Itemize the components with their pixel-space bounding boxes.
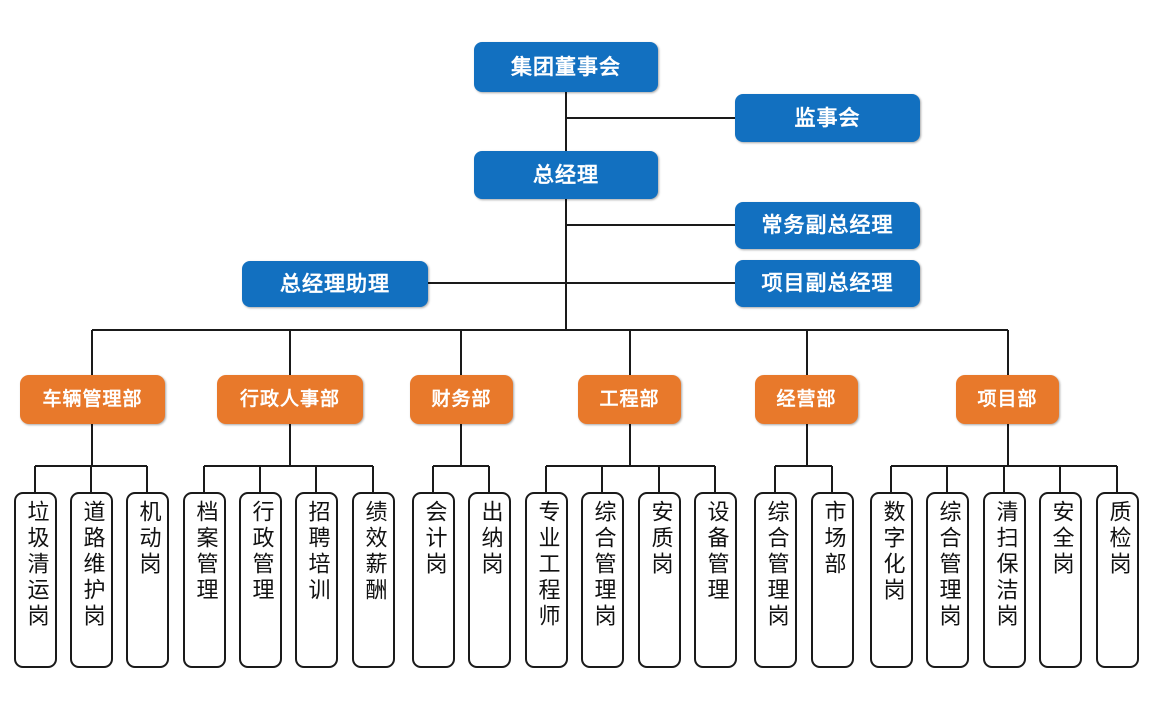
position-label: 出纳岗: [477, 500, 503, 578]
position-box[interactable]: 招聘培训: [295, 492, 338, 668]
position-label: 清扫保洁岗: [992, 500, 1018, 630]
position-box[interactable]: 会计岗: [412, 492, 455, 668]
position-label: 档案管理: [192, 500, 218, 604]
dept-label: 经营部: [776, 389, 837, 410]
position-box[interactable]: 机动岗: [126, 492, 169, 668]
position-label: 绩效薪酬: [361, 500, 387, 604]
position-box[interactable]: 综合管理岗: [754, 492, 797, 668]
position-box[interactable]: 道路维护岗: [70, 492, 113, 668]
position-box[interactable]: 市场部: [811, 492, 854, 668]
dept-vehicle-management[interactable]: 车辆管理部: [20, 375, 165, 424]
node-label: 总经理助理: [280, 272, 390, 296]
position-box[interactable]: 安全岗: [1039, 492, 1082, 668]
node-label: 项目副总经理: [761, 272, 894, 295]
position-box[interactable]: 质检岗: [1096, 492, 1139, 668]
position-box[interactable]: 垃圾清运岗: [14, 492, 57, 668]
position-box[interactable]: 设备管理: [694, 492, 737, 668]
position-box[interactable]: 数字化岗: [870, 492, 913, 668]
node-executive-deputy-general-manager[interactable]: 常务副总经理: [735, 202, 920, 249]
dept-label: 项目部: [977, 389, 1038, 410]
position-label: 专业工程师: [534, 500, 560, 630]
position-label: 安全岗: [1048, 500, 1074, 578]
position-label: 道路维护岗: [79, 500, 105, 630]
dept-operations[interactable]: 经营部: [755, 375, 858, 424]
dept-label: 工程部: [599, 389, 660, 410]
dept-engineering[interactable]: 工程部: [578, 375, 681, 424]
position-box[interactable]: 行政管理: [239, 492, 282, 668]
dept-label: 财务部: [431, 389, 492, 410]
dept-label: 行政人事部: [239, 389, 340, 410]
position-label: 会计岗: [421, 500, 447, 578]
position-box[interactable]: 档案管理: [183, 492, 226, 668]
node-board-of-directors[interactable]: 集团董事会: [474, 42, 658, 92]
position-label: 设备管理: [703, 500, 729, 604]
dept-label: 车辆管理部: [42, 389, 143, 410]
node-label: 监事会: [794, 106, 861, 130]
node-supervisory-board[interactable]: 监事会: [735, 94, 920, 142]
position-box[interactable]: 专业工程师: [525, 492, 568, 668]
position-box[interactable]: 绩效薪酬: [352, 492, 395, 668]
position-label: 综合管理岗: [763, 500, 789, 630]
position-label: 招聘培训: [304, 500, 330, 604]
position-label: 综合管理岗: [590, 500, 616, 630]
position-label: 垃圾清运岗: [23, 500, 49, 630]
dept-admin-hr[interactable]: 行政人事部: [217, 375, 363, 424]
position-label: 安质岗: [647, 500, 673, 578]
position-label: 综合管理岗: [935, 500, 961, 630]
node-project-deputy-general-manager[interactable]: 项目副总经理: [735, 260, 920, 307]
node-label: 常务副总经理: [761, 214, 894, 237]
dept-project[interactable]: 项目部: [956, 375, 1059, 424]
position-box[interactable]: 清扫保洁岗: [983, 492, 1026, 668]
node-label: 集团董事会: [511, 55, 621, 79]
position-label: 行政管理: [248, 500, 274, 604]
position-label: 数字化岗: [879, 500, 905, 604]
position-box[interactable]: 出纳岗: [468, 492, 511, 668]
position-box[interactable]: 综合管理岗: [926, 492, 969, 668]
node-general-manager-assistant[interactable]: 总经理助理: [242, 261, 428, 307]
node-label: 总经理: [533, 163, 599, 187]
position-label: 市场部: [820, 500, 846, 578]
position-label: 质检岗: [1105, 500, 1131, 578]
position-label: 机动岗: [135, 500, 161, 578]
node-general-manager[interactable]: 总经理: [474, 151, 658, 199]
dept-finance[interactable]: 财务部: [410, 375, 513, 424]
position-box[interactable]: 综合管理岗: [581, 492, 624, 668]
position-box[interactable]: 安质岗: [638, 492, 681, 668]
